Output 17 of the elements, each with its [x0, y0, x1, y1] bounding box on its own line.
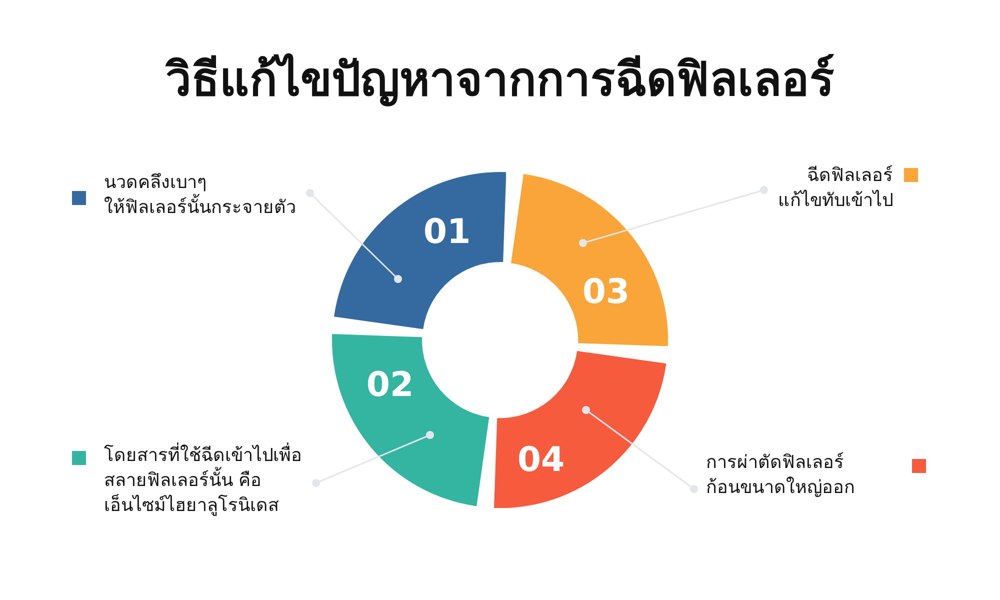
- leader-line: [582, 406, 698, 493]
- step-number: 01: [423, 215, 471, 249]
- leader-line: [312, 431, 434, 487]
- leader-line: [579, 186, 768, 247]
- step-description: ฉีดฟิลเลอร์ แก้ไขทับเข้าไป: [777, 164, 893, 214]
- ring-segment: [510, 174, 668, 346]
- step-number: 02: [366, 368, 414, 402]
- step-number: 03: [582, 274, 630, 309]
- step-description: การผ่าตัดฟิลเลอร์ ก้อนขนาดใหญ่ออก: [706, 451, 856, 500]
- step-description: นวดคลึงเบาๆ ให้ฟิลเลอร์นั้นกระจายตัว: [104, 171, 297, 220]
- step-number: 04: [517, 442, 565, 477]
- ring-segment: [334, 172, 506, 330]
- title: วิธีแก้ไขปัญหาจากการฉีดฟิลเลอร์: [164, 52, 836, 108]
- ring-segment: [494, 350, 666, 508]
- ring-segment: [332, 334, 490, 506]
- leader-line: [306, 189, 402, 283]
- step-description: โดยสารที่ใช้ฉีดเข้าไปเพื่อ สลายฟิลเลอร์นั้น คือ เอ็นไซม์ไฮยาลูโรนิเดส: [104, 443, 304, 519]
